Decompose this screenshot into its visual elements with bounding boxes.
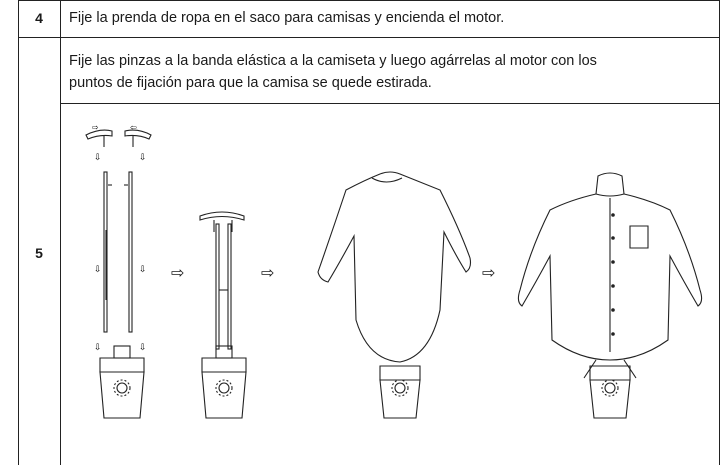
step-text-line-2: puntos de fijación para que la camisa se… (69, 75, 432, 91)
svg-text:⇩: ⇩ (94, 265, 102, 275)
flow-arrow: ⇨ (482, 263, 496, 282)
svg-text:⇩: ⇩ (94, 343, 102, 353)
step-number: 5 (35, 245, 43, 261)
step-text-line-1: Fije las pinzas a la banda elástica a la… (69, 53, 597, 69)
svg-text:⇦: ⇦ (130, 123, 137, 132)
svg-text:⇩: ⇩ (139, 343, 147, 353)
step-text: Fije la prenda de ropa en el saco para c… (69, 10, 505, 26)
flow-arrow: ⇨ (261, 263, 275, 282)
step-number: 4 (35, 10, 43, 26)
svg-text:⇩: ⇩ (139, 153, 147, 163)
instruction-table: 4 Fije la prenda de ropa en el saco para… (18, 0, 720, 465)
svg-text:⇩: ⇩ (94, 153, 102, 163)
svg-text:⇨: ⇨ (92, 123, 99, 132)
flow-arrow: ⇨ (171, 263, 185, 282)
svg-text:⇩: ⇩ (139, 265, 147, 275)
